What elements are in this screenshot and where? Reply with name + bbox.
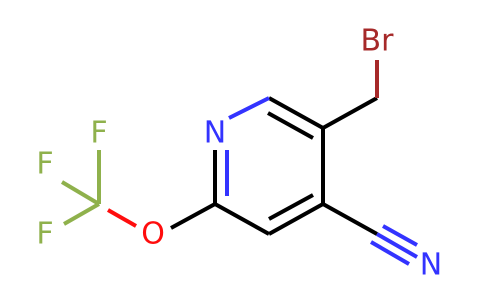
bond-cn-triple-3 (369, 240, 411, 266)
bond-c5-c6 (268, 202, 324, 236)
bond-cn-triple-2 (376, 232, 418, 259)
pyridine-ring (213, 96, 325, 236)
bond-ring-cn (322, 202, 378, 236)
atom-label-bromine: Br (361, 24, 395, 59)
bond-cf3-fbottom (63, 202, 100, 226)
bond-ring-ch2 (322, 96, 378, 130)
atom-label-nitrile-nitrogen: N (420, 248, 442, 283)
bond-c5-c6-inner (268, 193, 314, 221)
atom-label-ring-nitrogen: N (204, 116, 226, 151)
bond-o-cf3 (107, 208, 137, 228)
bond-cn-triple-1 (382, 224, 418, 247)
bond-c3-c4-inner (267, 111, 314, 140)
bond-c3-c4 (268, 96, 324, 130)
bond-c6-c1 (214, 202, 270, 236)
atom-label-fluorine-left: F (36, 147, 53, 182)
bond-ring-o (170, 202, 216, 230)
atom-label-fluorine-top: F (90, 116, 107, 151)
atom-label-oxygen: O (141, 217, 165, 252)
atom-label-fluorine-bottom: F (36, 217, 53, 252)
bond-cf3-fleft (60, 180, 101, 206)
bond-n-c2 (228, 96, 270, 120)
